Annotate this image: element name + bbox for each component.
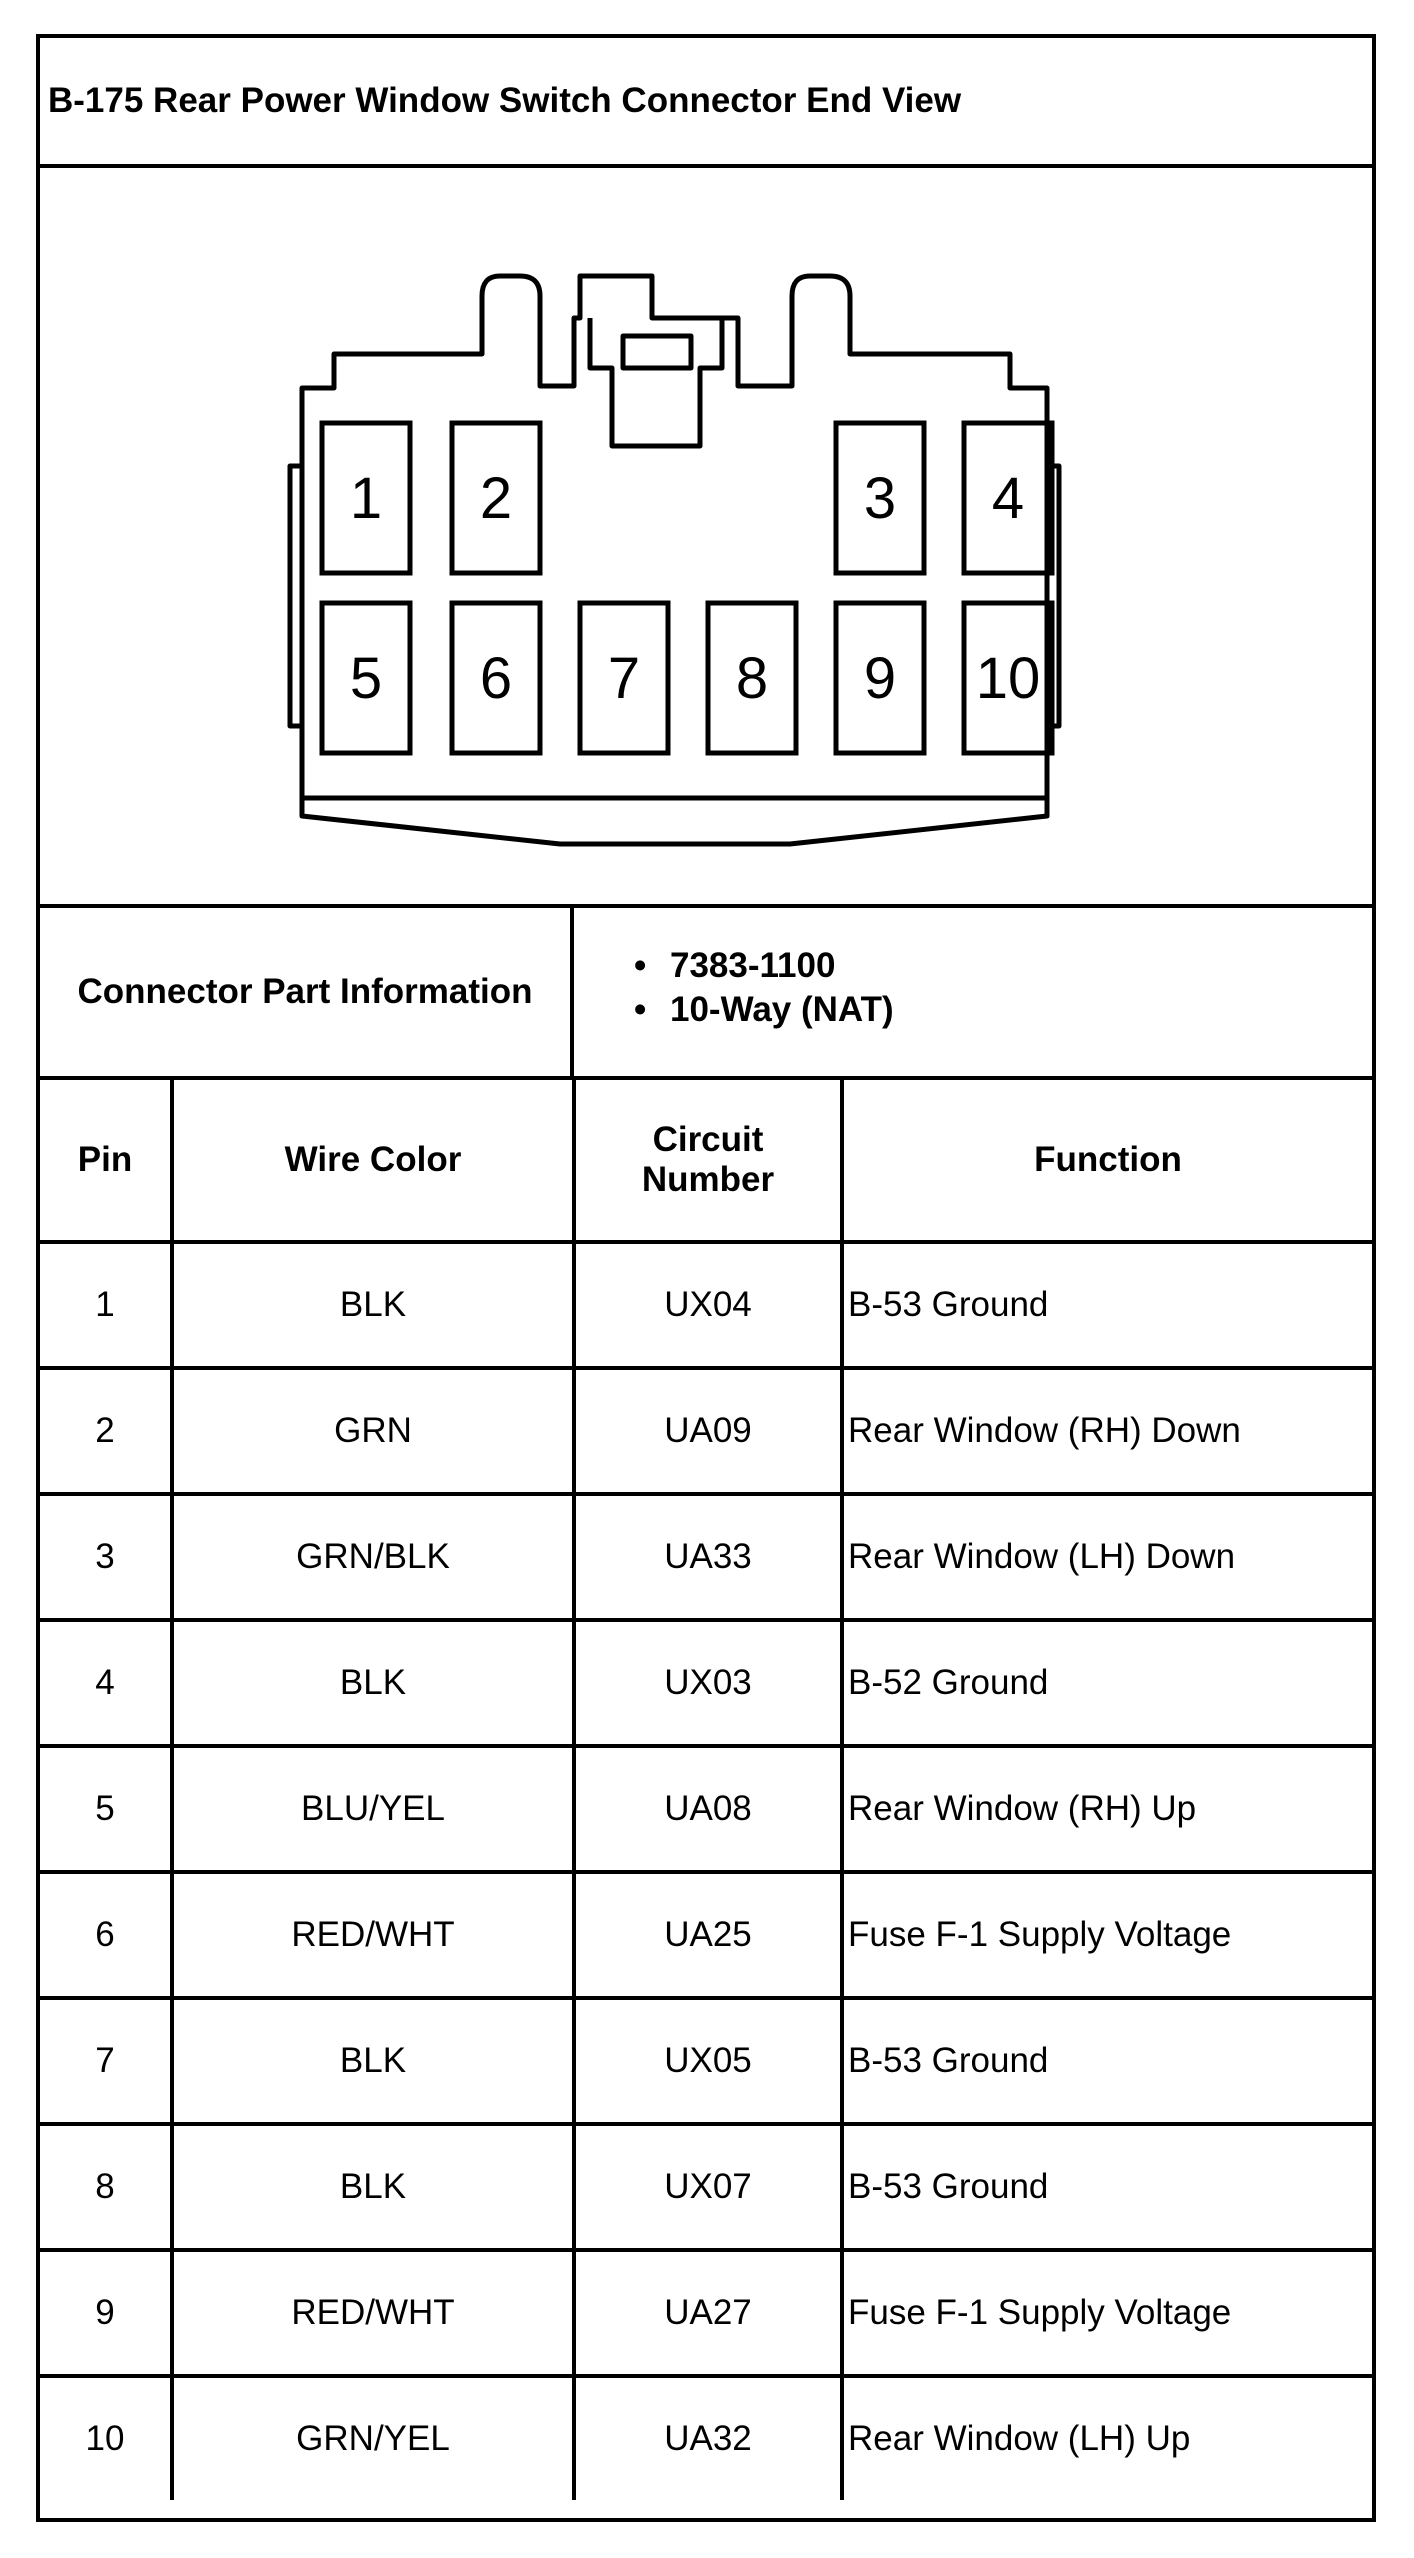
- wire-color-cell: BLK: [170, 1618, 576, 1748]
- function-cell: Rear Window (LH) Down: [840, 1492, 1372, 1622]
- connector-latch-window: [620, 333, 694, 371]
- document-title: B-175 Rear Power Window Switch Connector…: [40, 38, 1372, 168]
- connector-latch-inner: [587, 318, 725, 449]
- circuit-number-cell: UX04: [572, 1240, 844, 1370]
- header-circuit-line2: Number: [641, 1160, 775, 1199]
- pin-number-label: 7: [608, 646, 640, 711]
- pin-cell: 9: [40, 2248, 174, 2378]
- pin-number-label: 3: [864, 466, 896, 531]
- function-cell: Rear Window (LH) Up: [840, 2374, 1372, 2500]
- pin-cavity: [319, 600, 413, 756]
- header-circuit-line1: Circuit: [652, 1120, 764, 1159]
- circuit-number-cell: UX05: [572, 1996, 844, 2126]
- header-wire-color: Wire Color: [170, 1080, 576, 1244]
- pin-cavity: [449, 600, 543, 756]
- function-cell: Rear Window (RH) Up: [840, 1744, 1372, 1874]
- circuit-number-cell: UA32: [572, 2374, 844, 2500]
- pin-cell: 6: [40, 1870, 174, 2000]
- circuit-number-cell: UA27: [572, 2248, 844, 2378]
- pin-cavity: [449, 420, 543, 576]
- pin-number-label: 6: [480, 646, 512, 711]
- function-cell: B-53 Ground: [840, 2122, 1372, 2252]
- part-info-item: 7383-1100: [574, 944, 1372, 988]
- circuit-number-cell: UA25: [572, 1870, 844, 2000]
- part-info-list: 7383-1100 10-Way (NAT): [574, 908, 1372, 1076]
- pin-cavity: [961, 600, 1055, 756]
- pin-cavity: [319, 420, 413, 576]
- wire-color-cell: RED/WHT: [170, 1870, 576, 2000]
- pin-number-label: 2: [480, 466, 512, 531]
- pin-cavities: 1 2 3 4 5 6 7 8 9 10: [319, 420, 1055, 756]
- function-cell: B-53 Ground: [840, 1240, 1372, 1370]
- pin-number-label: 1: [350, 466, 382, 531]
- function-cell: B-53 Ground: [840, 1996, 1372, 2126]
- wire-color-cell: RED/WHT: [170, 2248, 576, 2378]
- pin-cell: 4: [40, 1618, 174, 1748]
- connector-bottom-skirt: [299, 798, 1050, 847]
- part-info-item: 10-Way (NAT): [574, 988, 1372, 1032]
- pin-cell: 5: [40, 1744, 174, 1874]
- header-function: Function: [840, 1080, 1372, 1244]
- wire-color-cell: GRN: [170, 1366, 576, 1496]
- circuit-number-cell: UX03: [572, 1618, 844, 1748]
- pin-cell: 8: [40, 2122, 174, 2252]
- connector-housing-outline: [299, 273, 1050, 801]
- connector-left-rib: [287, 463, 302, 729]
- connector-diagram-panel: 1 2 3 4 5 6 7 8 9 10: [40, 168, 1372, 908]
- connector-sheet: B-175 Rear Power Window Switch Connector…: [36, 34, 1376, 2522]
- pin-number-label: 8: [736, 646, 768, 711]
- pin-table-header: Pin Wire Color Circuit Number Function: [40, 1080, 1372, 1244]
- wire-color-cell: BLK: [170, 1996, 576, 2126]
- pin-number-label: 5: [350, 646, 382, 711]
- wire-color-cell: BLU/YEL: [170, 1744, 576, 1874]
- pin-cavity: [833, 600, 927, 756]
- pin-number-label: 10: [976, 646, 1041, 711]
- pin-cell: 7: [40, 1996, 174, 2126]
- function-cell: Fuse F-1 Supply Voltage: [840, 2248, 1372, 2378]
- pin-cell: 3: [40, 1492, 174, 1622]
- connector-part-info: Connector Part Information 7383-1100 10-…: [40, 908, 1372, 1080]
- circuit-number-cell: UA33: [572, 1492, 844, 1622]
- pin-number-label: 9: [864, 646, 896, 711]
- header-pin: Pin: [40, 1080, 174, 1244]
- pin-number-label: 4: [992, 466, 1024, 531]
- pin-cavity: [705, 600, 799, 756]
- circuit-number-cell: UX07: [572, 2122, 844, 2252]
- function-cell: Fuse F-1 Supply Voltage: [840, 1870, 1372, 2000]
- pin-cell: 1: [40, 1240, 174, 1370]
- pin-cavity: [833, 420, 927, 576]
- wire-color-cell: BLK: [170, 2122, 576, 2252]
- pin-cell: 10: [40, 2374, 174, 2500]
- connector-end-view-diagram: 1 2 3 4 5 6 7 8 9 10: [287, 273, 1062, 847]
- wire-color-cell: GRN/BLK: [170, 1492, 576, 1622]
- pin-table: Pin Wire Color Circuit Number Function 1…: [40, 1080, 1372, 2500]
- wire-color-cell: GRN/YEL: [170, 2374, 576, 2500]
- circuit-number-cell: UA09: [572, 1366, 844, 1496]
- function-cell: B-52 Ground: [840, 1618, 1372, 1748]
- function-cell: Rear Window (RH) Down: [840, 1366, 1372, 1496]
- pin-cavity: [577, 600, 671, 756]
- part-info-label: Connector Part Information: [40, 908, 574, 1076]
- pin-cavity: [961, 420, 1055, 576]
- header-circuit-number: Circuit Number: [572, 1080, 844, 1244]
- wire-color-cell: BLK: [170, 1240, 576, 1370]
- pin-cell: 2: [40, 1366, 174, 1496]
- circuit-number-cell: UA08: [572, 1744, 844, 1874]
